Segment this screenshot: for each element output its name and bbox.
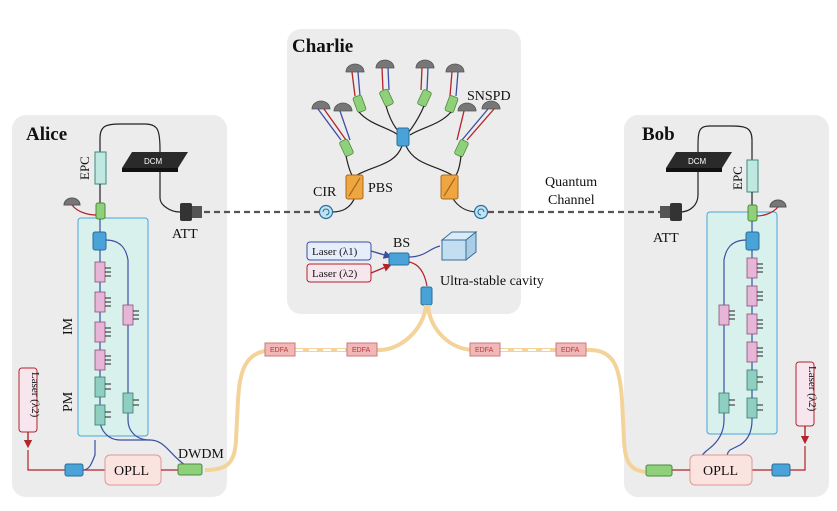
alice-im-label: IM	[61, 317, 76, 335]
edfa-label-3: EDFA	[475, 347, 494, 354]
alice-laser2-label: Laser (λ2)	[29, 372, 41, 418]
laser1-label: Laser (λ1)	[312, 246, 358, 258]
alice-opll-bs	[64, 463, 84, 477]
laser-bs	[388, 252, 410, 266]
charlie-polarization-controllers	[339, 88, 469, 158]
bob-opll-bs	[771, 463, 791, 477]
bob-modulator-electrodes	[729, 263, 763, 411]
bob-laser2-label: Laser (λ2)	[806, 366, 818, 412]
alice-top-fiber	[99, 123, 181, 213]
pbs-label: PBS	[368, 181, 393, 196]
bs-label: BS	[393, 236, 410, 251]
bob-opll-label: OPLL	[703, 464, 738, 479]
split-bs	[420, 286, 433, 306]
bob-phase-modulators	[718, 369, 758, 419]
bob-dcm	[666, 152, 732, 172]
alice-att-label: ATT	[172, 227, 198, 242]
alice-pm-label: PM	[61, 391, 76, 412]
laser2-label: Laser (λ2)	[312, 268, 358, 280]
alice-att	[180, 203, 202, 221]
bob-inner-bs	[745, 231, 760, 251]
alice-dwdm-label: DWDM	[178, 447, 224, 462]
bob-att-label: ATT	[653, 231, 679, 246]
bob-monitor-detector	[769, 199, 787, 208]
edfa-label-2: EDFA	[352, 347, 371, 354]
quantum-channel-label-2: Channel	[548, 193, 595, 208]
alice-dcm-label: DCM	[144, 157, 163, 166]
alice-green-coupler	[95, 202, 106, 220]
bob-epc	[746, 159, 759, 193]
bob-title: Bob	[642, 124, 675, 145]
bob-att	[660, 203, 682, 221]
alice-interferometer-box	[77, 217, 149, 437]
detector-fibers	[317, 67, 495, 141]
alice-dwdm	[177, 463, 203, 476]
alice-opll-label: OPLL	[114, 464, 149, 479]
link-to-alice	[204, 304, 428, 472]
snspd-detectors	[311, 59, 501, 112]
snspd-label: SNSPD	[467, 89, 511, 104]
bob-epc-label: EPC	[730, 166, 745, 190]
link-to-bob	[426, 304, 646, 474]
charlie-title: Charlie	[292, 36, 353, 57]
edfa-label-4: EDFA	[561, 347, 580, 354]
edfa-label-1: EDFA	[270, 347, 289, 354]
circulators	[318, 204, 489, 220]
bob-top-fiber	[679, 125, 753, 213]
edfa-amplifiers	[264, 342, 587, 357]
bob-interferometer-box	[706, 211, 778, 435]
ultra-stable-cavity-icon	[440, 230, 478, 262]
alice-phase-modulators	[94, 376, 134, 426]
alice-monitor-detector	[63, 197, 81, 206]
charlie-fiber-tree	[331, 105, 479, 213]
quantum-channel-label-1: Quantum	[545, 175, 597, 190]
ultra-stable-cavity-label: Ultra-stable cavity	[440, 274, 544, 289]
cir-label: CIR	[313, 185, 337, 200]
bob-dcm-label: DCM	[688, 157, 707, 166]
bob-dwdm	[645, 464, 673, 477]
alice-modulator-electrodes	[105, 267, 139, 418]
alice-title: Alice	[26, 124, 67, 145]
bob-green-coupler	[747, 204, 758, 222]
alice-inner-bs	[92, 231, 107, 251]
alice-epc-label: EPC	[77, 156, 92, 180]
charlie-central-bs	[396, 127, 410, 147]
alice-dcm	[122, 152, 188, 172]
alice-epc	[94, 151, 107, 185]
